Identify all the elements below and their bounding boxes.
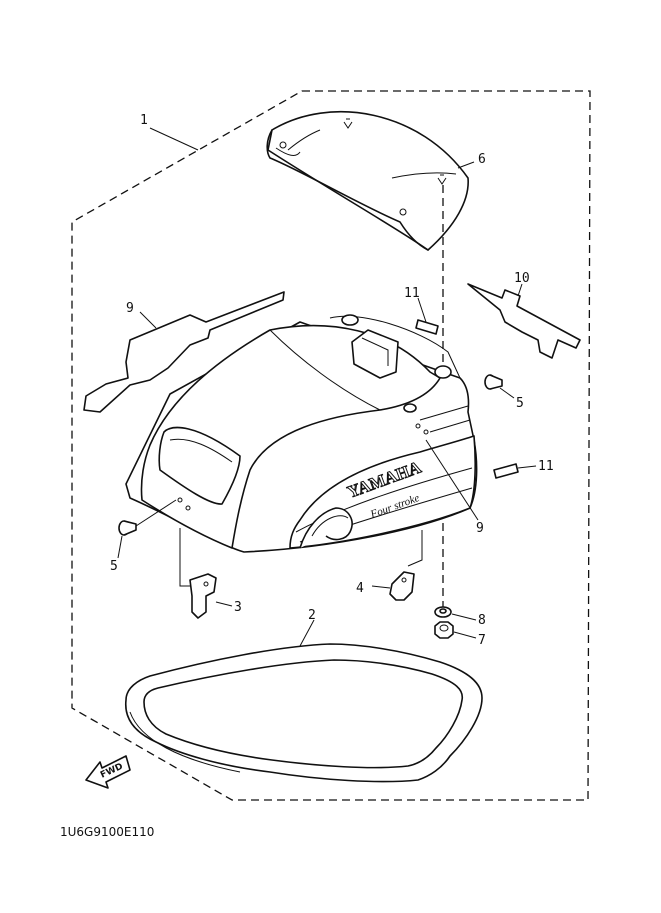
leader-8 [451, 613, 477, 621]
leader-6 [457, 161, 475, 169]
leader-11-upper [417, 297, 427, 323]
callout-11-upper: 11 [404, 286, 420, 301]
top-cowling-part: YAMAHA Four stroke [125, 314, 478, 553]
diagram-code: 1U6G9100E110 [60, 825, 154, 839]
callout-1: 1 [140, 113, 148, 128]
callout-9-left: 9 [126, 301, 134, 316]
callout-3: 3 [234, 600, 242, 615]
leader-9-right [425, 439, 479, 521]
washer-8-part [434, 606, 452, 618]
callout-7: 7 [478, 633, 486, 648]
bracket-4-guide [407, 530, 423, 567]
leader-9-left [139, 311, 157, 329]
top-cap-part [266, 111, 469, 251]
bracket-3-guide [179, 528, 190, 587]
leader-5-left-to-cowl [135, 499, 177, 527]
callout-5-right: 5 [516, 396, 524, 411]
screw-5-right-part [484, 374, 503, 390]
callout-6: 6 [478, 152, 486, 167]
forward-direction-arrow: FWD [85, 755, 131, 789]
leader-11-lower [517, 465, 537, 469]
leader-1 [149, 127, 199, 151]
screw-5-left-part [118, 520, 137, 536]
seal-ring-2-part [125, 643, 483, 783]
callout-8: 8 [478, 613, 486, 628]
decal-9-left-part [83, 291, 285, 413]
bracket-4-part [389, 571, 415, 601]
leader-5-left [117, 535, 123, 559]
bracket-3-part [189, 573, 217, 619]
callout-5-left: 5 [110, 559, 118, 574]
leader-4 [371, 585, 391, 589]
leader-5-right [499, 387, 515, 399]
callout-11-lower: 11 [538, 459, 554, 474]
callout-2: 2 [308, 608, 316, 623]
leader-2 [299, 619, 315, 647]
decal-10-part [467, 283, 581, 359]
label-11-upper-part [415, 319, 439, 335]
nut-7-part [434, 621, 454, 639]
leader-7 [453, 631, 477, 639]
label-11-lower-part [493, 463, 519, 479]
callout-10: 10 [514, 271, 530, 286]
leader-10 [517, 283, 523, 297]
callout-9-right: 9 [476, 521, 484, 536]
callout-4: 4 [356, 581, 364, 596]
assembly-boundary [71, 90, 591, 801]
leader-3 [215, 601, 233, 607]
